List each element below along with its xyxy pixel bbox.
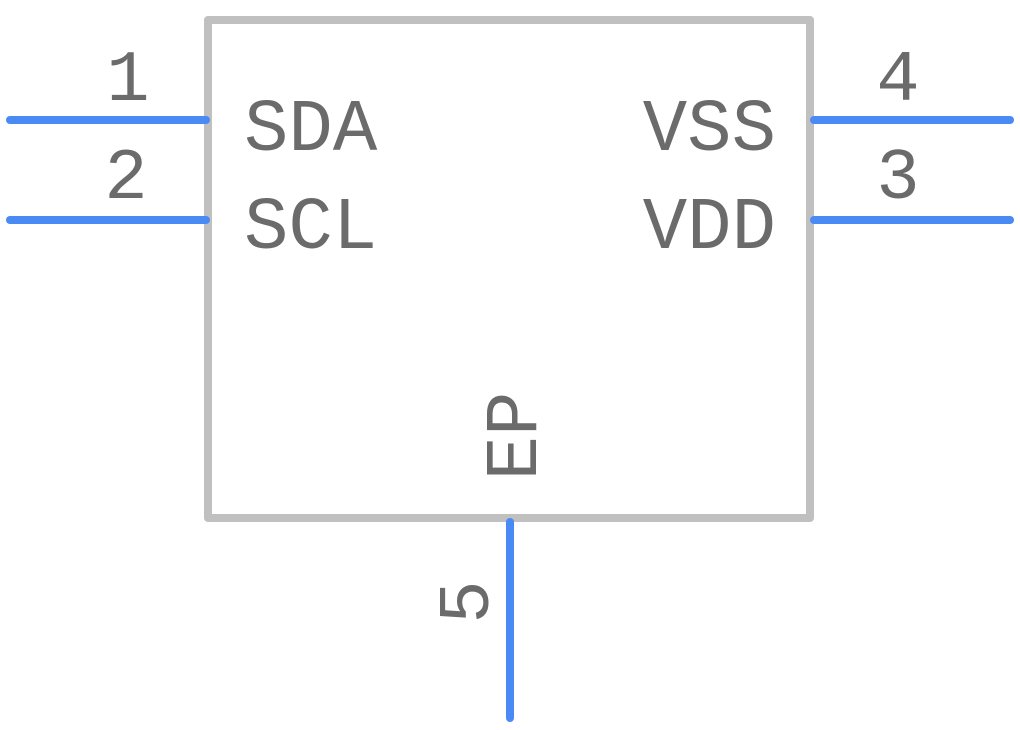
pin-5-number: 5 (428, 580, 510, 623)
pin-3-number: 3 (876, 138, 919, 220)
pin-1-number: 1 (106, 40, 149, 122)
pin-4-number: 4 (876, 40, 919, 122)
pin-1-name: SDA (244, 89, 378, 173)
pin-2-number: 2 (104, 138, 147, 220)
pin-5-name: EP (475, 392, 559, 481)
pin-4-name: VSS (643, 89, 776, 173)
pin-2-name: SCL (244, 187, 377, 271)
pin-3-name: VDD (643, 187, 776, 271)
component-body (204, 16, 814, 522)
